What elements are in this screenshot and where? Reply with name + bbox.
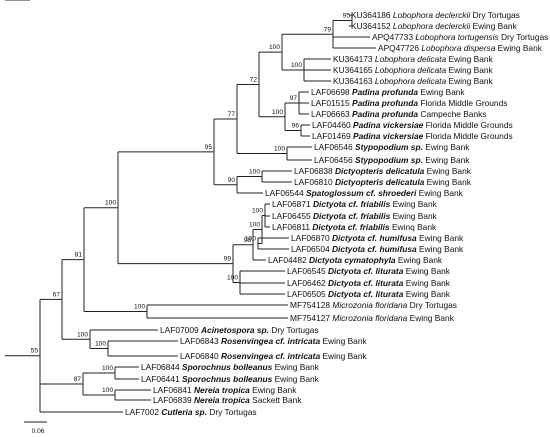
tip-label: KU364152 Lobophora declerckii Ewing Bank xyxy=(351,21,518,31)
tip-label: LAF06843 Rosenvingea cf. intricata Ewing… xyxy=(180,336,367,346)
tip-label: LAF06505 Dictyota cf. liturata Ewing Ban… xyxy=(287,289,451,299)
bootstrap-value: 77 xyxy=(228,111,236,118)
tip-label: LAF06841 Nereia tropica Ewing Bank xyxy=(153,385,297,395)
tip-label: LAF06544 Spatoglossum cf. shroederi Ewin… xyxy=(265,188,464,198)
bootstrap-value: 100 xyxy=(249,169,260,176)
bootstrap-value: 87 xyxy=(74,376,82,383)
bootstrap-value: 100 xyxy=(249,222,260,229)
tip-label: LAF06838 Dictyopteris delicatula Ewing B… xyxy=(294,166,472,176)
bootstrap-value: 100 xyxy=(95,341,106,348)
tip-label: KU364165 Lobophora delicata Ewing Bank xyxy=(333,65,494,75)
tip-label: LAF06455 Dictyota cf. friabilis Ewing Ba… xyxy=(272,211,438,221)
bootstrap-value: 100 xyxy=(245,236,256,243)
tip-label: LAF01515 Padina profunda Florida Middle … xyxy=(311,98,507,108)
tip-label: LAF06839 Nereia tropica Sackett Bank xyxy=(153,395,302,405)
bootstrap-value: 55 xyxy=(31,348,39,355)
bootstrap-value: 95 xyxy=(205,144,213,151)
bootstrap-value: 100 xyxy=(291,62,302,69)
tip-label: LAF06462 Dictyota cf. liturata Ewing Ban… xyxy=(287,278,451,288)
bootstrap-value: 81 xyxy=(75,252,83,259)
tip-label: LAF06504 Dictyota cf. humifusa Ewing Ban… xyxy=(291,244,464,254)
tip-label: LAF06456 Stypopodium sp. Ewing Bank xyxy=(314,155,470,165)
tip-label: MF754128 Microzonia floridana Dry Tortug… xyxy=(290,300,457,310)
bootstrap-value: 95 xyxy=(343,13,351,20)
bootstrap-value: 100 xyxy=(134,304,145,311)
tip-label: LAF7002 Cutleria sp. Dry Tortugas xyxy=(125,407,257,417)
tip-label: LAF06844 Sporochnus bolleanus Ewing Bank xyxy=(141,362,320,372)
bootstrap-value: 100 xyxy=(77,331,88,338)
tip-label: LAF06840 Rosenvingea cf. intricata Ewing… xyxy=(180,351,367,361)
tip-label: LAF01469 Padina vickersiae Florida Middl… xyxy=(312,131,513,141)
tip-label: LAF06871 Dictyota cf. friabilis Ewing Ba… xyxy=(272,199,438,209)
bootstrap-value: 100 xyxy=(227,275,238,282)
tip-label: LAF06870 Dictyota cf. humifusa Ewing Ban… xyxy=(291,233,464,243)
bootstrap-value: 100 xyxy=(105,200,116,207)
bootstrap-value: 100 xyxy=(274,146,285,153)
tip-label: LAF06441 Sporochnus bolleanus Ewing Bank xyxy=(141,374,320,384)
scale-bar-label: 0.06 xyxy=(32,428,45,435)
tip-label: LAF04460 Padina vickersiae Florida Middl… xyxy=(312,120,513,130)
tip-label: LAF06545 Dictyota cf. liturata Ewing Ban… xyxy=(287,266,451,276)
tip-label: LAF07009 Acinetospora sp. Dry Tortugas xyxy=(160,325,319,335)
bootstrap-value: 100 xyxy=(252,208,263,215)
bootstrap-value: 100 xyxy=(102,387,113,394)
tip-labels: KU364186 Lobophora declerckii Dry Tortug… xyxy=(32,0,548,417)
tip-label: APQ47726 Lobophora dispersa Ewing Bank xyxy=(378,43,543,53)
bootstrap-value: 100 xyxy=(102,365,113,372)
tip-label: APQ47733 Lobophora tortugensis Dry Tortu… xyxy=(372,32,548,42)
bootstrap-value: 67 xyxy=(53,291,61,298)
tip-label: Nuchella vesicularis MK972314 xyxy=(32,0,149,2)
tip-label: LAF06811 Dictyota cf. friabilis Ewinq Ba… xyxy=(272,222,437,232)
bootstrap-value: 100 xyxy=(269,44,280,51)
tip-label: KU364186 Lobophora declerckii Dry Tortug… xyxy=(351,10,520,20)
tip-label: LAF06810 Dictyopteris delicatula Ewing B… xyxy=(294,177,472,187)
bootstrap-value: 100 xyxy=(272,109,283,116)
tip-label: KU364173 Lobophora delicata Ewing Bank xyxy=(333,54,494,64)
tip-label: MF754127 Microzonia floridana Ewing Bank xyxy=(290,313,455,323)
tip-label: LAF06663 Padina profunda Campeche Banks xyxy=(311,109,487,119)
bootstrap-values: 55 67 81 100 95 77 72 100 79 95 100 100 97 96 100 90 100… xyxy=(31,13,351,395)
bootstrap-value: 96 xyxy=(292,123,300,130)
bootstrap-value: 99 xyxy=(224,256,232,263)
tip-label: KU364163 Lobophora delicata Ewing Bank xyxy=(333,76,494,86)
bootstrap-value: 98 xyxy=(244,237,252,244)
tip-label: LAF06546 Stypopodium sp. Ewing Bank xyxy=(314,142,470,152)
scale-bar: 0.06 xyxy=(24,421,47,435)
bootstrap-value: 72 xyxy=(250,76,258,83)
bootstrap-value: 90 xyxy=(228,177,236,184)
bootstrap-value: 97 xyxy=(290,95,298,102)
tree-branches xyxy=(5,0,376,413)
tip-label: LAF06698 Padina profunda Ewing Bank xyxy=(311,87,465,97)
bootstrap-value: 79 xyxy=(324,26,332,33)
tip-label: LAF04482 Dictyota cymatophyla Ewing Bank xyxy=(268,255,443,265)
